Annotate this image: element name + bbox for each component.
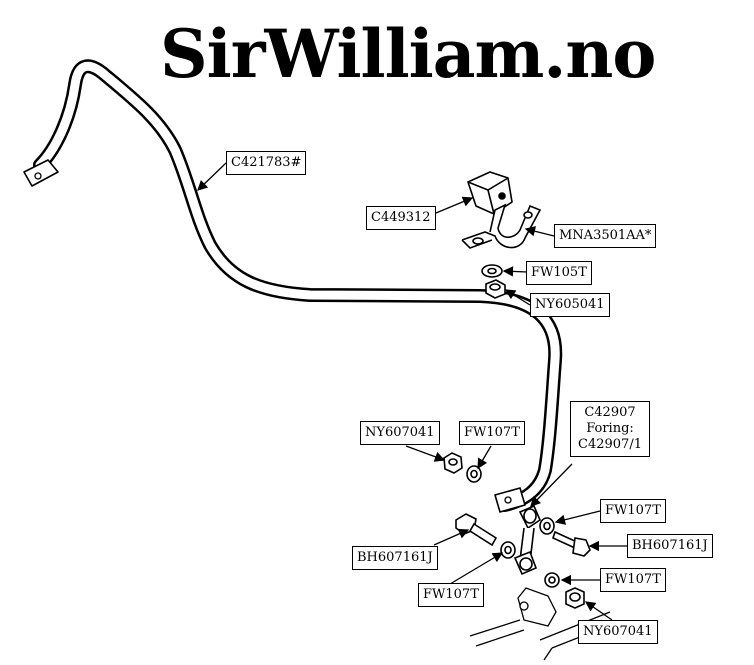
label-nut-top: NY605041: [530, 293, 610, 317]
nut-bottom-right-part: [565, 587, 585, 609]
label-drop-link-line1: C42907: [584, 405, 636, 420]
washer-left-part: [466, 465, 482, 483]
label-washer-right-upper: FW107T: [600, 499, 666, 523]
label-bracket: MNA3501AA*: [554, 224, 657, 248]
leader-lines: [197, 162, 627, 621]
label-nut-bottom-right: NY607041: [578, 620, 658, 644]
sway-bar: [23, 59, 563, 513]
washer-right-lower-part: [544, 572, 560, 588]
drop-link-part: [513, 504, 541, 576]
bolt-left-part: [455, 513, 498, 547]
label-washer-top: FW105T: [526, 261, 592, 285]
label-nut-left: NY607041: [360, 421, 440, 445]
washer-top-part: [481, 264, 503, 278]
label-bolt-right: BH607161J: [627, 534, 713, 558]
site-logo: SirWilliam.no: [160, 15, 656, 93]
label-drop-link-line3: C42907/1: [578, 437, 642, 452]
bracket-part: [461, 203, 542, 249]
bush-part: [467, 171, 513, 215]
label-washer-right-lower: FW107T: [600, 568, 666, 592]
washer-right-upper-part: [539, 517, 555, 535]
label-sway-bar: C421783#: [226, 151, 307, 175]
washer-bottom-left-part: [500, 541, 516, 559]
bolt-right-part: [552, 530, 591, 557]
label-washer-left: FW107T: [459, 421, 525, 445]
label-drop-link: C42907 Foring: C42907/1: [570, 401, 650, 457]
nut-left-part: [443, 452, 463, 474]
label-drop-link-line2: Foring:: [586, 421, 634, 436]
label-bush: C449312: [366, 206, 436, 230]
label-bolt-left: BH607161J: [352, 546, 438, 570]
nut-top-part: [485, 279, 506, 299]
label-washer-bottom-left: FW107T: [418, 583, 484, 607]
